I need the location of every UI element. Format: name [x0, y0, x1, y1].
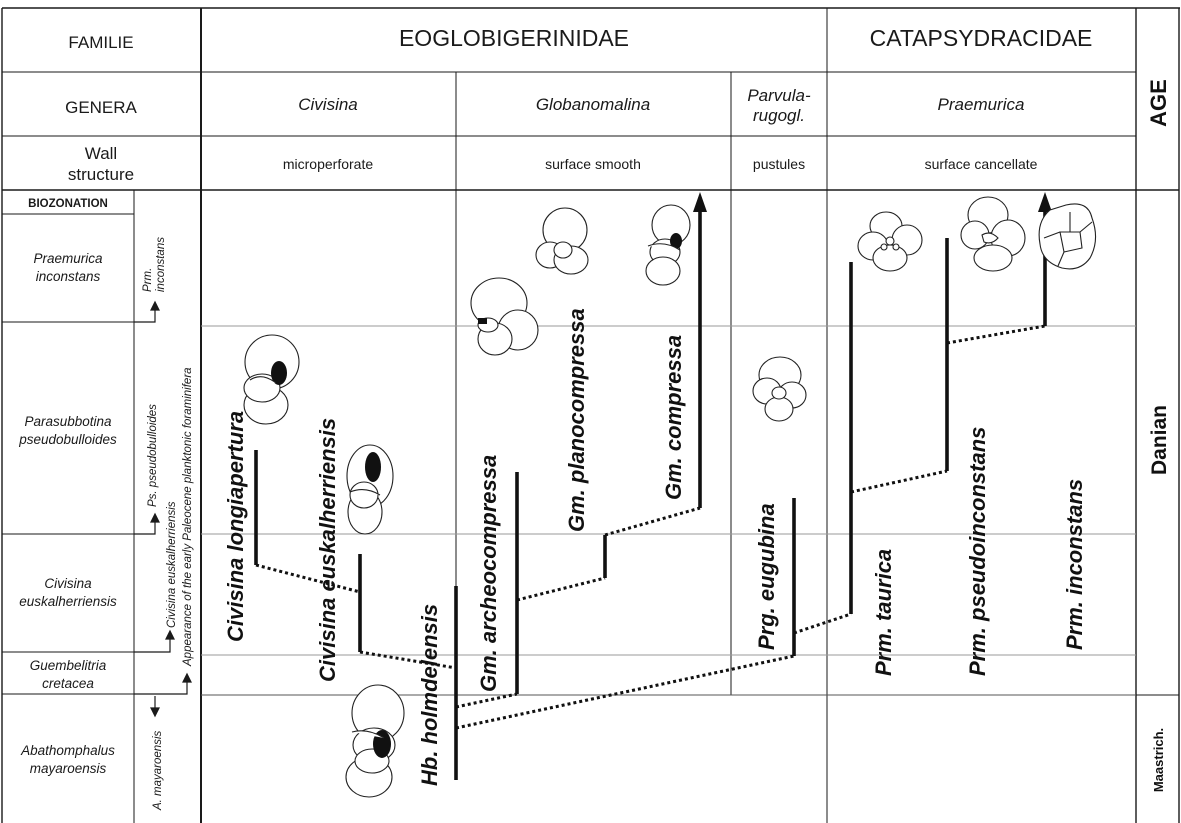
genera-label: GENERA: [65, 98, 137, 117]
wall-microperforate: microperforate: [283, 156, 373, 172]
genus-parvularugogl-line1: Parvula-: [747, 86, 811, 105]
datum-arrows: [134, 300, 192, 718]
zone-praemurica-line1: Praemurica: [33, 251, 103, 266]
species-hb-holmdelensis: Hb. holmdelensis: [417, 604, 442, 786]
zone-boundary-lines: [201, 325, 1136, 656]
lineage-euskalherriensis-holmdelensis: [359, 650, 457, 670]
datum-ps-pseudobulloides: Ps. pseudobulloides: [147, 404, 159, 507]
table-frame: [1, 7, 1180, 823]
datum-prm-line1: Prm.: [142, 268, 154, 292]
lineage-archeocompressa-planocompressa: [516, 576, 606, 602]
lineage-planocompressa-compressa: [604, 506, 701, 537]
fossil-sketch-hb-holmdelensis: [345, 684, 405, 798]
biozonation-grid: [2, 190, 135, 823]
family-catapsydracidae: CATAPSYDRACIDAE: [870, 25, 1093, 51]
wall-label-line2: structure: [68, 165, 134, 184]
fossil-sketch-gm-compressa: [645, 204, 691, 286]
zone-praemurica-line2: inconstans: [36, 269, 101, 284]
lineage-holmdelensis-eugubina: [455, 654, 795, 730]
lineage-connectors: [255, 324, 1046, 730]
species-gm-planocompressa: Gm. planocompressa: [564, 308, 589, 532]
zone-abathomphalus-line1: Abathomphalus: [20, 743, 115, 758]
genus-globanomalina: Globanomalina: [536, 95, 650, 114]
range-bars: [254, 208, 1047, 780]
zone-guembelitria-line1: Guembelitria: [30, 658, 107, 673]
wall-label-line1: Wall: [85, 144, 117, 163]
lineage-longiapertura-euskalherriensis: [255, 563, 361, 594]
fossil-sketch-prg-eugubina: [752, 356, 807, 422]
zone-civisina-line2: euskalherriensis: [19, 594, 117, 609]
fossil-sketch-civisina-euskalherriensis: [346, 444, 394, 535]
wall-pustules: pustules: [753, 156, 805, 172]
genus-civisina: Civisina: [298, 95, 358, 114]
lineage-holmdelensis-archeocompressa: [455, 692, 518, 709]
wall-surface-smooth: surface smooth: [545, 156, 641, 172]
age-title: AGE: [1146, 79, 1171, 127]
species-civisina-euskalherriensis: Civisina euskalherriensis: [315, 418, 340, 682]
species-prg-eugubina: Prg. eugubina: [754, 503, 779, 650]
fossil-sketch-prm-taurica: [857, 211, 923, 272]
species-prm-inconstans: Prm. inconstans: [1062, 479, 1087, 650]
fossil-sketch-civisina-longiapertura: [243, 334, 300, 425]
species-civisina-longiapertura: Civisina longiapertura: [223, 411, 248, 642]
genus-praemurica: Praemurica: [938, 95, 1025, 114]
zone-parasubbotina-line1: Parasubbotina: [24, 414, 112, 429]
fossil-sketch-gm-archeocompressa: [470, 277, 539, 356]
arrow-head-prm-inconstans: [1038, 192, 1052, 212]
arrow-head-gm-compressa: [693, 192, 707, 212]
datum-prm-line2: inconstans: [155, 237, 167, 292]
familie-label: FAMILIE: [68, 33, 133, 52]
family-eoglobigerinidae: EOGLOBIGERINIDAE: [399, 25, 629, 51]
species-gm-compressa: Gm. compressa: [661, 335, 686, 500]
appearance-note: Appearance of the early Paleocene plankt…: [182, 367, 194, 667]
fossil-sketch-prm-inconstans: [1038, 203, 1097, 270]
datum-civisina-euskalherriensis: Civisina euskalherriensis: [166, 501, 178, 628]
genus-parvularugogl-line2: rugogl.: [753, 106, 805, 125]
lineage-pseudoinconstans-inconstans: [946, 324, 1046, 345]
wall-surface-cancellate: surface cancellate: [925, 156, 1038, 172]
species-gm-archeocompressa: Gm. archeocompressa: [476, 455, 501, 692]
age-danian: Danian: [1148, 405, 1171, 475]
zone-abathomphalus-line2: mayaroensis: [30, 761, 107, 776]
biozonation-title: BIOZONATION: [28, 198, 108, 210]
datum-a-mayaroensis: A. mayaroensis: [152, 730, 164, 811]
zone-guembelitria-line2: cretacea: [42, 676, 94, 691]
species-prm-taurica: Prm. taurica: [871, 549, 896, 676]
zone-civisina-line1: Civisina: [44, 576, 92, 591]
lineage-eugubina-taurica: [793, 612, 852, 635]
zone-parasubbotina-line2: pseudobulloides: [18, 432, 117, 447]
species-prm-pseudoinconstans: Prm. pseudoinconstans: [965, 427, 990, 676]
age-maastrichtian: Maastrich.: [1151, 728, 1166, 792]
lineage-taurica-pseudoinconstans: [850, 469, 948, 494]
fossil-sketch-prm-pseudoinconstans: [960, 196, 1026, 272]
fossil-sketch-gm-planocompressa: [535, 207, 589, 275]
